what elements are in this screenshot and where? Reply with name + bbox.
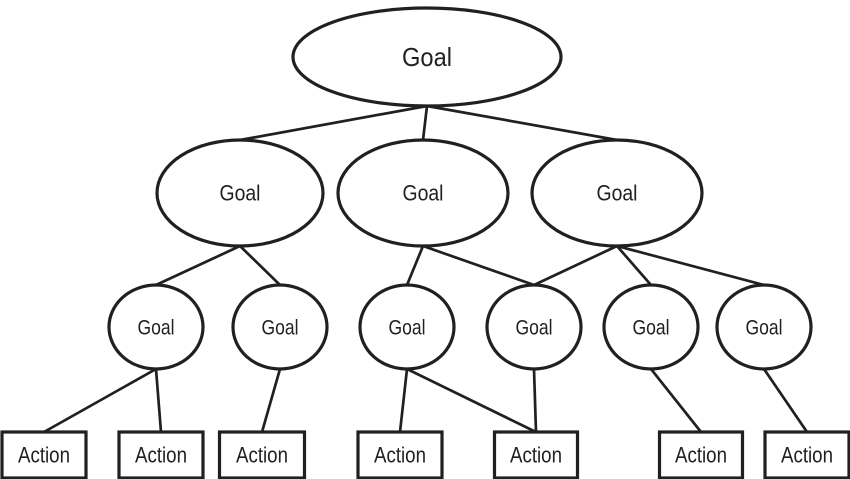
- node-g3-goal: Goal: [530, 138, 704, 248]
- edge-c3-a4: [398, 368, 409, 433]
- edge-c4-a5: [532, 368, 538, 433]
- action-box: [492, 430, 580, 479]
- edge-g1-c1: [155, 244, 241, 287]
- action-box: [763, 430, 850, 479]
- node-c5-goal: Goal: [602, 283, 700, 371]
- edge-g2-c3: [405, 245, 425, 286]
- node-label: Action: [374, 443, 426, 468]
- goal-ellipse: [231, 283, 329, 371]
- node-label: Goal: [389, 316, 426, 339]
- node-label: Goal: [402, 42, 452, 72]
- edge-c6-a7: [762, 368, 809, 433]
- goal-ellipse: [715, 283, 813, 371]
- action-box: [217, 430, 307, 479]
- node-label: Goal: [746, 316, 783, 339]
- edge-g2-c4: [422, 244, 535, 287]
- edge-c5-a6: [649, 368, 703, 433]
- node-label: Action: [675, 443, 727, 468]
- goal-ellipse: [336, 138, 510, 248]
- node-root-goal: Goal: [291, 6, 563, 108]
- node-a2-action: Action: [117, 430, 205, 479]
- node-label: Goal: [220, 181, 261, 206]
- node-label: Goal: [516, 316, 553, 339]
- goal-ellipse: [155, 138, 325, 248]
- node-c4-goal: Goal: [485, 283, 583, 371]
- edge-c1-a1: [43, 367, 157, 434]
- goal-ellipse: [602, 283, 700, 371]
- edge-g3-c6: [616, 244, 765, 287]
- edge-g3-c4: [533, 244, 618, 287]
- goal-ellipse: [291, 6, 563, 108]
- node-label: Goal: [138, 316, 175, 339]
- node-c2-goal: Goal: [231, 283, 329, 371]
- action-box: [117, 430, 205, 479]
- edge-g3-c5: [615, 245, 653, 286]
- edge-root-g3: [426, 104, 618, 142]
- node-a5-action: Action: [492, 430, 580, 479]
- edge-c3-a5: [406, 367, 537, 434]
- action-box: [0, 430, 88, 479]
- node-a7-action: Action: [763, 430, 850, 479]
- node-g2-goal: Goal: [336, 138, 510, 248]
- action-box: [657, 430, 745, 479]
- edge-root-g2: [421, 105, 429, 141]
- edge-c2-a3: [260, 368, 282, 433]
- node-label: Goal: [403, 181, 444, 206]
- node-a4-action: Action: [356, 430, 444, 479]
- node-a3-action: Action: [217, 430, 307, 479]
- edge-root-g1: [239, 104, 428, 142]
- node-label: Action: [510, 443, 562, 468]
- edge-c1-a2: [154, 368, 163, 433]
- node-c6-goal: Goal: [715, 283, 813, 371]
- node-label: Action: [18, 443, 70, 468]
- node-label: Goal: [633, 316, 670, 339]
- node-c3-goal: Goal: [358, 283, 456, 371]
- goal-ellipse: [485, 283, 583, 371]
- node-label: Goal: [262, 316, 299, 339]
- node-label: Action: [236, 443, 288, 468]
- node-a6-action: Action: [657, 430, 745, 479]
- node-label: Goal: [597, 181, 638, 206]
- goal-ellipse: [107, 283, 205, 371]
- node-label: Action: [135, 443, 187, 468]
- edge-g1-c2: [239, 245, 281, 286]
- node-label: Action: [781, 443, 833, 468]
- goal-ellipse: [358, 283, 456, 371]
- goal-ellipse: [530, 138, 704, 248]
- node-g1-goal: Goal: [155, 138, 325, 248]
- action-box: [356, 430, 444, 479]
- node-c1-goal: Goal: [107, 283, 205, 371]
- node-a1-action: Action: [0, 430, 88, 479]
